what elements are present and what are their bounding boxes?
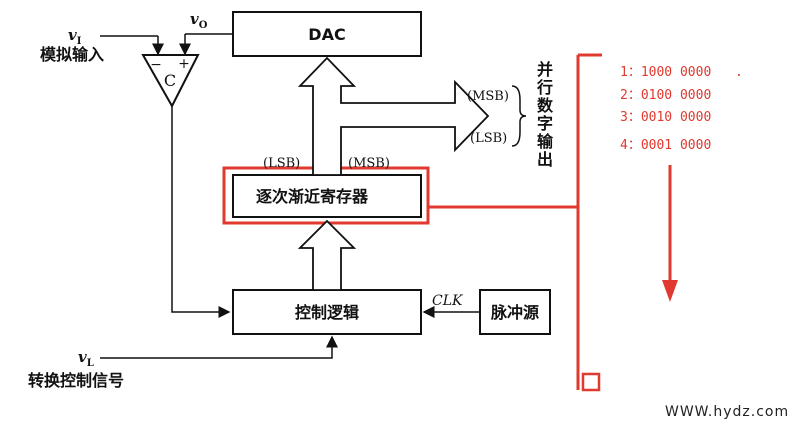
- msb-top-label: (MSB): [467, 89, 509, 104]
- step-1: 1：1000 0000: [620, 65, 711, 80]
- red-bottom-marker: [581, 372, 601, 392]
- analog-input-label: 模拟输入: [40, 45, 104, 64]
- svg-text:数: 数: [537, 96, 554, 115]
- red-down-arrow-head: [662, 280, 678, 302]
- vl-label: vL: [78, 348, 94, 369]
- svg-text:出: 出: [537, 150, 553, 169]
- vo-label: vO: [190, 10, 208, 31]
- svg-text:并: 并: [537, 60, 553, 79]
- sar-register-label: 逐次渐近寄存器: [256, 187, 369, 206]
- pulse-source-label: 脉冲源: [490, 303, 539, 322]
- svg-text:行: 行: [536, 78, 553, 97]
- lsb-bottom-label: (LSB): [470, 131, 507, 146]
- control-to-sar-arrow: [297, 219, 357, 291]
- convert-signal-label: 转换控制信号: [28, 371, 124, 390]
- comparator-label: C: [164, 71, 176, 90]
- svg-text:输: 输: [537, 132, 554, 151]
- step-dot: .: [735, 65, 743, 80]
- control-logic-label: 控制逻辑: [295, 303, 359, 322]
- output-brace: [511, 85, 527, 147]
- clk-label: CLK: [432, 293, 464, 309]
- lsb-left-label: (LSB): [263, 156, 300, 171]
- dac-label: DAC: [308, 25, 345, 44]
- comparator-output-line: [171, 106, 231, 318]
- sar-register-block: [232, 174, 422, 218]
- step-4: 4：0001 0000: [620, 138, 711, 153]
- svg-text:字: 字: [537, 114, 553, 133]
- watermark: WWW.hydz.com: [665, 404, 789, 420]
- sar-to-dac-and-output-arrow: [297, 56, 490, 176]
- step-3: 3：0010 0000: [620, 110, 711, 125]
- parallel-output-label: 并 行 数 字 输 出: [536, 60, 554, 169]
- comparator-triangle: [141, 54, 200, 109]
- comparator-plus: +: [178, 56, 190, 72]
- comparator-minus: −: [150, 57, 162, 73]
- vi-label: vI: [68, 26, 82, 47]
- step-2: 2：0100 0000: [620, 88, 711, 103]
- msb-right-label: (MSB): [348, 156, 390, 171]
- vl-line: [100, 335, 338, 359]
